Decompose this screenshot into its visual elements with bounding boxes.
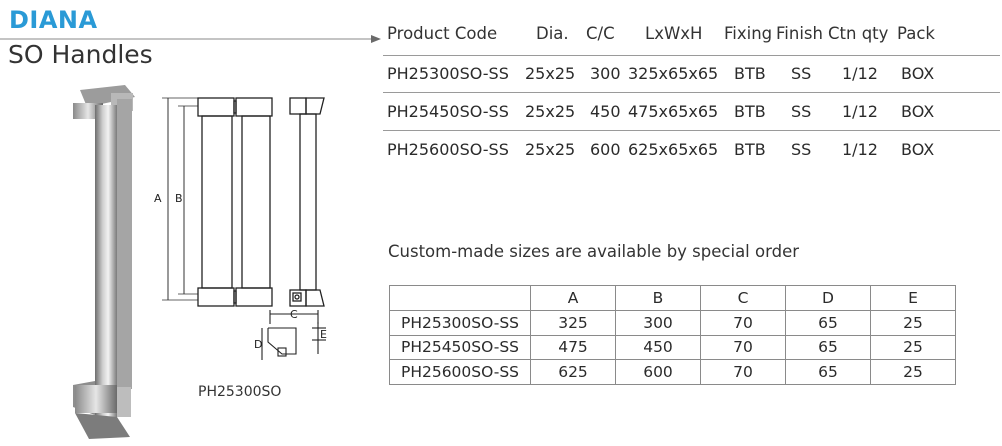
spec-table-header: Product Code Dia. C/C LxWxH Fixing Finis…	[387, 24, 987, 46]
dim-label-e: E	[320, 328, 327, 341]
cell-product-code: PH25300SO-SS	[387, 64, 509, 83]
spec-divider	[383, 130, 1000, 131]
dim-header-row: A B C D E	[389, 285, 956, 311]
header-dia: Dia.	[536, 24, 569, 43]
dim-cell-a: 475	[530, 334, 616, 361]
dim-header-b: B	[615, 285, 701, 311]
cell-lwh: 325x65x65	[628, 64, 719, 83]
dim-cell-c: 70	[700, 359, 786, 386]
cell-pack: BOX	[901, 64, 935, 83]
cell-ctn-qty: 1/12	[842, 140, 878, 159]
cell-finish: SS	[791, 102, 812, 121]
spec-divider	[383, 92, 1000, 93]
dim-header-c: C	[700, 285, 786, 311]
dim-cell-e: 25	[870, 334, 956, 361]
pointer-arrow	[0, 35, 381, 43]
custom-size-note: Custom-made sizes are available by speci…	[388, 242, 800, 261]
dim-header-e: E	[870, 285, 956, 311]
header-fixing: Fixing	[724, 24, 773, 43]
dim-cell-d: 65	[785, 359, 871, 386]
product-subtitle: SO Handles	[8, 40, 153, 69]
cell-lwh: 475x65x65	[628, 102, 719, 121]
brand-title: DIANA	[9, 6, 98, 34]
dim-cell-d: 65	[785, 334, 871, 361]
dim-header-d: D	[785, 285, 871, 311]
spec-divider	[383, 55, 1000, 56]
cell-pack: BOX	[901, 102, 935, 121]
header-finish: Finish	[776, 24, 823, 43]
dim-row: PH25450SO-SS 475 450 70 65 25	[389, 334, 956, 361]
dim-cell-b: 300	[615, 309, 701, 336]
cell-dia: 25x25	[525, 102, 576, 121]
header-lwh: LxWxH	[645, 24, 703, 43]
dim-label-b: B	[175, 192, 183, 205]
dim-cell-code: PH25450SO-SS	[389, 334, 531, 361]
dim-label-a: A	[154, 192, 162, 205]
dim-cell-e: 25	[870, 359, 956, 386]
dim-cell-code: PH25300SO-SS	[389, 309, 531, 336]
dim-cell-a: 325	[530, 309, 616, 336]
spec-row: PH25600SO-SS 25x25 600 625x65x65 BTB SS …	[387, 140, 987, 162]
dim-cell-code: PH25600SO-SS	[389, 359, 531, 386]
spec-row: PH25450SO-SS 25x25 450 475x65x65 BTB SS …	[387, 102, 987, 124]
technical-drawing: A B C D E	[154, 97, 327, 360]
cell-product-code: PH25450SO-SS	[387, 102, 509, 121]
spec-row: PH25300SO-SS 25x25 300 325x65x65 BTB SS …	[387, 64, 987, 86]
cell-dia: 25x25	[525, 64, 576, 83]
cell-cc: 300	[590, 64, 621, 83]
drawing-caption: PH25300SO	[198, 384, 282, 400]
cell-finish: SS	[791, 140, 812, 159]
cell-finish: SS	[791, 64, 812, 83]
cell-pack: BOX	[901, 140, 935, 159]
dim-cell-c: 70	[700, 334, 786, 361]
cell-ctn-qty: 1/12	[842, 102, 878, 121]
header-ctn-qty: Ctn qty	[828, 24, 889, 43]
cell-product-code: PH25600SO-SS	[387, 140, 509, 159]
dim-cell-b: 450	[615, 334, 701, 361]
dim-header-a: A	[530, 285, 616, 311]
dim-header-blank	[389, 285, 531, 311]
header-product-code: Product Code	[387, 24, 498, 43]
dim-cell-d: 65	[785, 309, 871, 336]
dim-cell-a: 625	[530, 359, 616, 386]
header-cc: C/C	[586, 24, 615, 43]
cell-fixing: BTB	[734, 102, 766, 121]
dim-row: PH25600SO-SS 625 600 70 65 25	[389, 359, 956, 386]
dim-cell-c: 70	[700, 309, 786, 336]
cell-fixing: BTB	[734, 64, 766, 83]
cell-dia: 25x25	[525, 140, 576, 159]
cell-cc: 450	[590, 102, 621, 121]
dim-label-c: C	[290, 308, 298, 321]
dim-label-d: D	[254, 338, 262, 351]
header-pack: Pack	[897, 24, 935, 43]
handle-photo	[73, 85, 135, 439]
dim-row: PH25300SO-SS 325 300 70 65 25	[389, 309, 956, 336]
cell-fixing: BTB	[734, 140, 766, 159]
cell-lwh: 625x65x65	[628, 140, 719, 159]
cell-cc: 600	[590, 140, 621, 159]
cell-ctn-qty: 1/12	[842, 64, 878, 83]
dim-cell-b: 600	[615, 359, 701, 386]
dim-cell-e: 25	[870, 309, 956, 336]
dimension-table: A B C D E PH25300SO-SS 325 300 70 65 25 …	[389, 285, 956, 386]
